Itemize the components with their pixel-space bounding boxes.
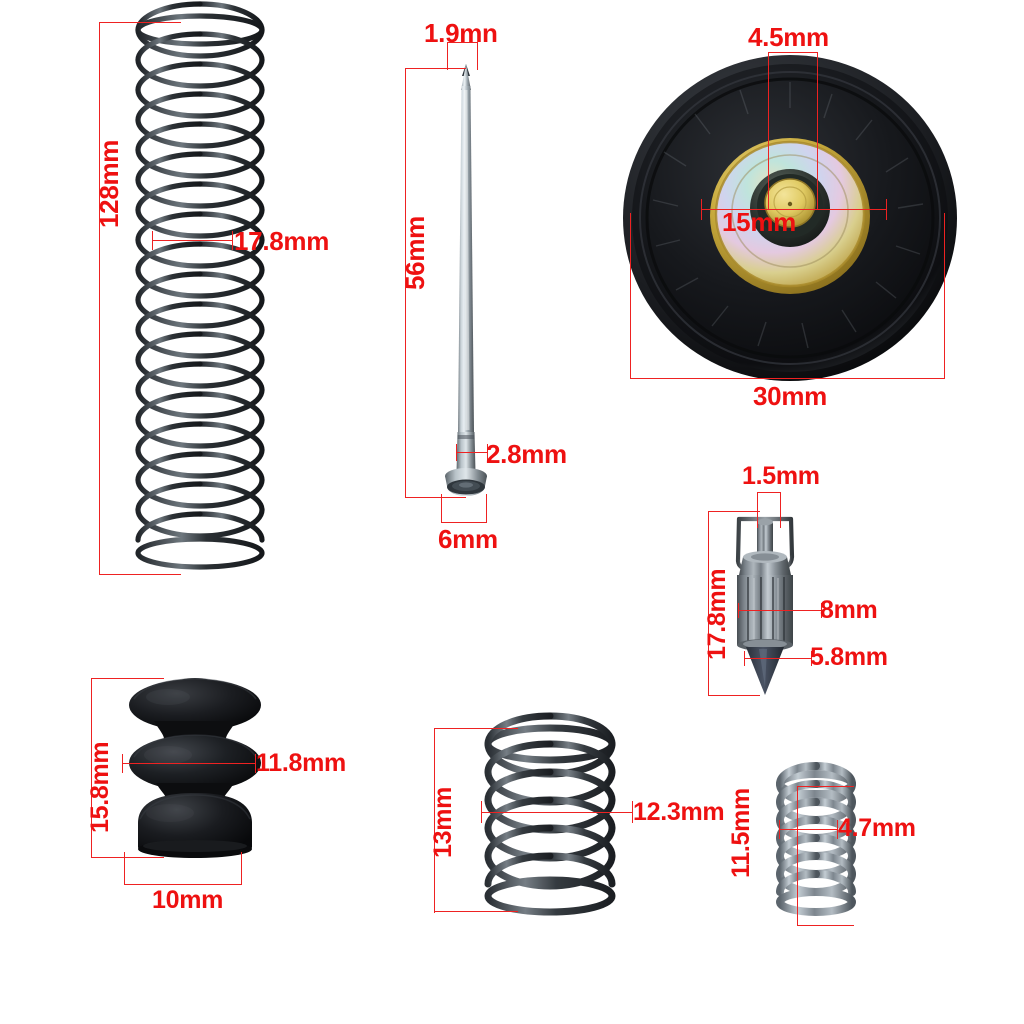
dim-label-boot-base: 10mm [152,886,224,914]
dim-label-diaphragm-center: 4.5mm [748,22,829,52]
dim-line-17-8mm [152,240,233,242]
dim-line-13mm-bottom-tick [434,911,518,913]
dim-line-11-5mm-bottom-tick [797,925,854,927]
dim-tick-4-5mm-right [817,52,819,210]
dim-label-valve-pin: 1.5mm [742,462,820,490]
dim-line-1-9mm-top [447,42,478,44]
dim-tick-30mm-right [944,213,946,379]
dim-tick-5-8mm-right [811,651,813,666]
dim-tick-15mm-left [701,199,703,220]
dim-line-12-3mm [481,812,633,814]
dim-line-56mm-bottom-tick [405,497,466,499]
dim-line-13mm-vertical [434,728,436,913]
dim-label-needle-length: 56mm [400,216,430,290]
dim-line-1-5mm-top [757,492,781,494]
vacuum-diaphragm [620,48,960,388]
dim-label-valve-taper: 5.8mm [810,643,888,671]
long-coil-spring [130,1,270,583]
dim-tick-10mm-right [241,852,243,885]
dim-label-spring-long-height: 128mm [94,139,124,228]
dim-line-4-5mm-top [768,52,818,54]
dim-tick-10mm-left [124,852,126,885]
dim-label-diaphragm-outer: 30mm [753,381,827,411]
dim-label-boot-width: 11.8mm [256,749,346,777]
dim-tick-17-8mm-right [232,231,234,250]
dim-label-valve-body: 8mm [820,596,878,624]
dim-label-boot-height: 15.8mm [86,741,114,833]
dim-label-spring-med-width: 12.3mm [633,798,725,826]
dim-tick-12-3mm-right [632,801,634,823]
dim-line-15-8mm-top-tick [91,678,164,680]
dim-line-17-8mm-bottom-tick [708,695,760,697]
dim-tick-15mm-right [886,199,888,220]
dim-line-4-7mm [779,829,838,831]
dim-label-needle-shaft: 2.8mm [486,439,567,469]
dim-line-17-8mm-vertical [708,511,710,696]
dim-line-11-5mm-vertical [797,786,799,926]
small-spring [768,762,864,930]
dim-tick-8mm-right [821,603,823,618]
medium-spring [468,712,638,919]
dim-line-10mm [124,884,242,886]
dim-tick-5-8mm-left [744,651,746,666]
dim-line-13mm-top-tick [434,728,518,730]
dim-line-56mm-vertical [405,68,407,498]
dim-tick-1-5mm-right [780,492,782,528]
dim-tick-6mm-right [486,494,488,523]
dim-line-128mm-bottom-tick [99,574,181,576]
dim-label-valve-height: 17.8mm [703,568,731,660]
dim-label-diaphragm-inner: 15mm [722,207,796,237]
jet-needle [440,60,520,510]
dim-tick-1-5mm-left [757,492,759,528]
dim-tick-1-9mm-right [477,42,479,70]
dim-tick-11-8mm-left [122,754,124,773]
dim-line-128mm-vertical [99,22,101,575]
dim-tick-2-8mm-left [456,444,458,461]
dim-line-8mm [738,610,822,612]
dim-line-2-8mm [456,452,488,454]
dim-tick-17-8mm-left [152,231,154,250]
dim-tick-2-8mm-right [487,444,489,461]
dim-tick-4-7mm-right [837,820,839,839]
dim-tick-4-7mm-left [779,820,781,839]
dim-label-spring-long-width: 17.8mm [234,226,330,256]
dim-line-11-8mm [122,763,256,765]
dim-tick-6mm-left [441,494,443,523]
float-needle-valve [715,495,835,705]
dim-label-spring-small-width: 4.7mm [838,814,916,842]
dim-line-17-8mm-top-tick [708,511,760,513]
dim-tick-30mm-left [630,213,632,379]
dim-line-30mm [630,378,945,380]
dim-label-needle-head: 6mm [438,524,498,554]
dim-tick-11-8mm-right [255,754,257,773]
dim-line-5-8mm [744,658,812,660]
dim-tick-4-5mm-left [768,52,770,210]
dim-line-15-8mm-vertical [91,678,93,858]
dim-line-6mm [441,522,487,524]
dim-line-56mm-top-tick [405,68,466,70]
dim-label-spring-med-height: 13mm [429,786,457,858]
dim-tick-12-3mm-left [481,801,483,823]
dim-tick-1-9mm-left [447,42,449,70]
dim-line-15mm [701,209,887,211]
dim-label-spring-small-height: 11.5mm [727,788,755,878]
dim-label-needle-tip: 1.9mn [424,18,498,48]
dim-line-128mm-top-tick [99,22,181,24]
dim-tick-8mm-left [738,603,740,618]
dim-line-11-5mm-top-tick [797,786,854,788]
dim-line-15-8mm-bottom-tick [91,857,164,859]
